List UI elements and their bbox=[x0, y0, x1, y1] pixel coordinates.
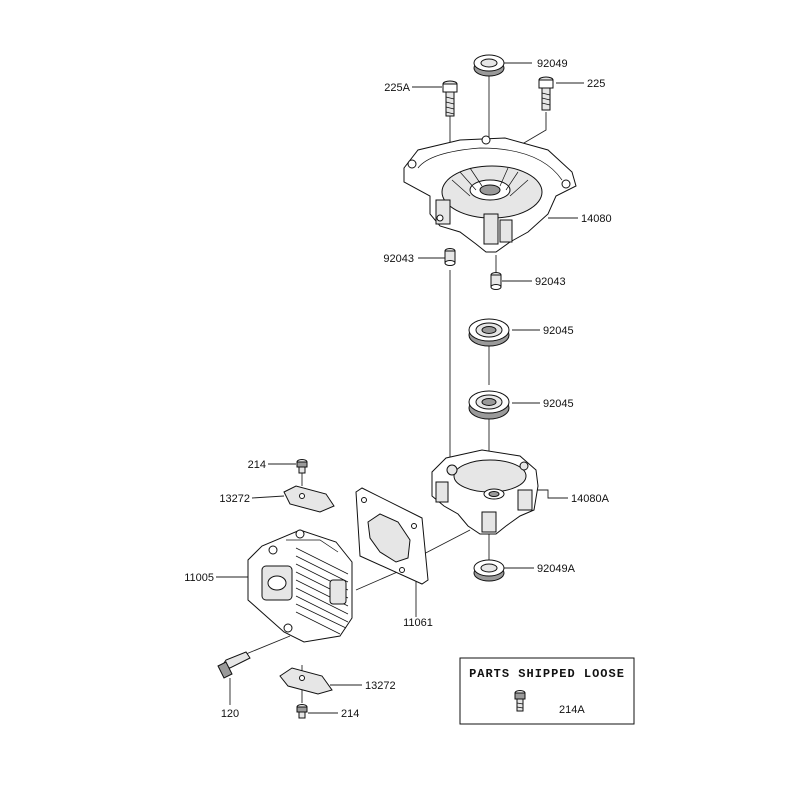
gasket-11061 bbox=[355, 487, 429, 585]
screw-214A bbox=[514, 690, 526, 712]
screw-214-bottom bbox=[296, 704, 308, 719]
dowel-pin-92043-left bbox=[444, 248, 456, 266]
bolt-225 bbox=[538, 76, 554, 111]
label-225A: 225A bbox=[384, 82, 410, 94]
label-92049A: 92049A bbox=[537, 563, 576, 575]
label-225: 225 bbox=[587, 78, 605, 90]
cylinder-11005 bbox=[247, 529, 353, 643]
label-11061: 11061 bbox=[403, 617, 433, 629]
label-92045-top: 92045 bbox=[543, 325, 574, 337]
bolt-120 bbox=[217, 651, 251, 679]
label-92045-bottom: 92045 bbox=[543, 398, 574, 410]
plate-13272-top bbox=[283, 485, 335, 513]
label-92049: 92049 bbox=[537, 58, 568, 70]
label-214A: 214A bbox=[559, 704, 585, 716]
dowel-pin-92043-right bbox=[490, 272, 502, 290]
loose-box-title: PARTS SHIPPED LOOSE bbox=[469, 667, 625, 681]
bearing-92045-top bbox=[468, 318, 510, 347]
oil-seal-92049 bbox=[473, 54, 505, 77]
crankcase-14080A bbox=[431, 449, 539, 535]
crankcase-14080 bbox=[403, 135, 577, 253]
leader-lines bbox=[216, 62, 584, 714]
label-13272-bottom: 13272 bbox=[365, 680, 396, 692]
label-214-top: 214 bbox=[248, 459, 266, 471]
bolt-225A bbox=[442, 80, 458, 117]
bearing-92045-bottom bbox=[468, 390, 510, 420]
label-14080: 14080 bbox=[581, 213, 612, 225]
label-14080A: 14080A bbox=[571, 493, 610, 505]
part-number-labels: 92049 225A 225 14080 92043 92043 92045 9… bbox=[184, 58, 611, 720]
label-120: 120 bbox=[221, 708, 239, 720]
label-92043-right: 92043 bbox=[535, 276, 566, 288]
label-92043-left: 92043 bbox=[383, 253, 414, 265]
label-214-bottom: 214 bbox=[341, 708, 359, 720]
label-11005: 11005 bbox=[184, 572, 214, 584]
plate-13272-bottom bbox=[279, 667, 333, 695]
parts-shipped-loose-box: PARTS SHIPPED LOOSE 214A bbox=[459, 657, 635, 725]
label-13272-top: 13272 bbox=[219, 493, 250, 505]
screw-214-top bbox=[296, 459, 308, 474]
oil-seal-92049A bbox=[473, 559, 505, 582]
